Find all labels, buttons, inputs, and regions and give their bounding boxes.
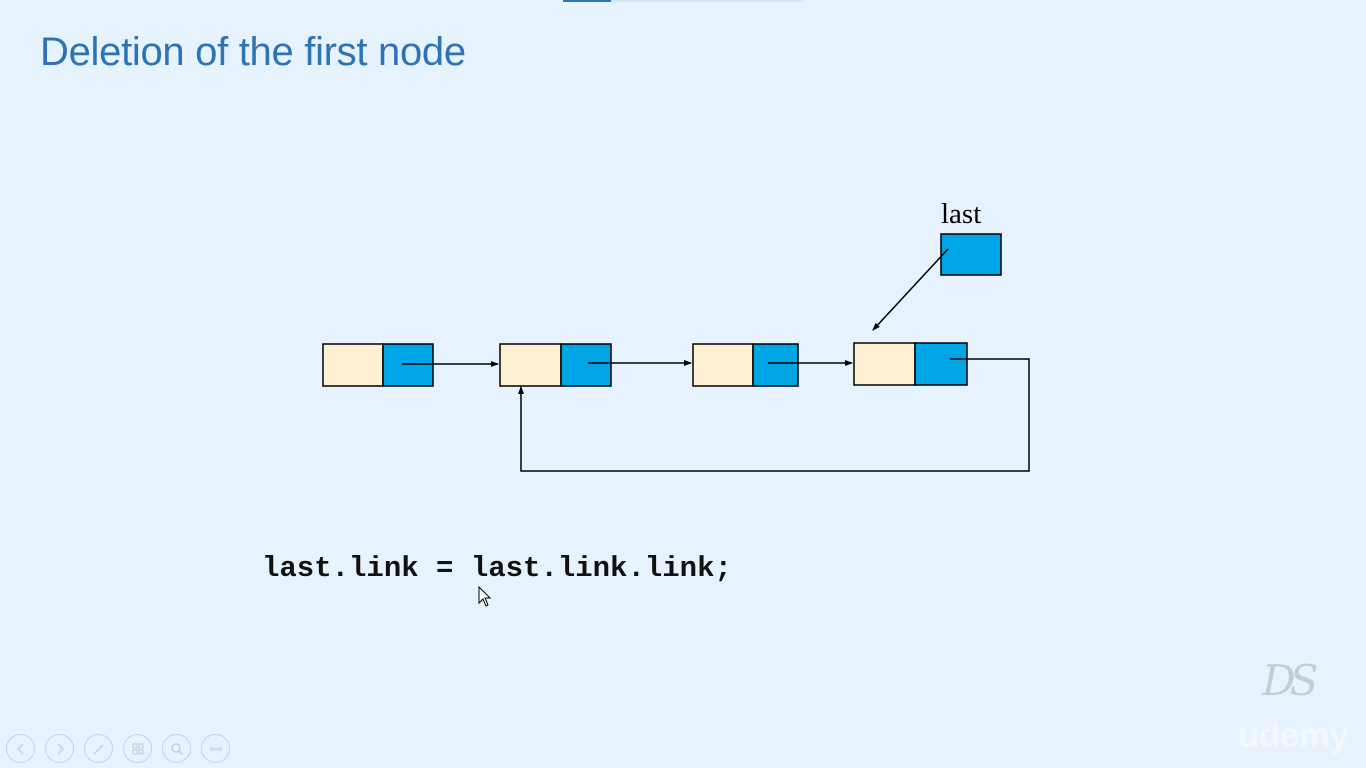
- node-2-data-field: [499, 343, 562, 387]
- last-pointer: last: [872, 198, 1002, 331]
- next-slide-button[interactable]: [45, 734, 74, 763]
- node-2-link-field: [560, 343, 612, 387]
- code-statement: last.link = last.link.link;: [262, 552, 732, 585]
- node-4-link-field: [914, 342, 968, 386]
- see-all-slides-button[interactable]: [123, 734, 152, 763]
- node-1-link-field: [382, 343, 434, 387]
- slides-grid-icon: [131, 742, 144, 755]
- udemy-watermark: udemy: [1238, 716, 1349, 755]
- mouse-cursor-icon: [478, 586, 492, 607]
- wraparound-link-arrow: [518, 358, 1030, 472]
- slideshow-controls: [6, 734, 230, 763]
- slide-title: Deletion of the first node: [40, 30, 466, 74]
- node-3-link-field: [752, 343, 799, 387]
- arrow-right-icon: [56, 742, 64, 755]
- list-node-3: [692, 343, 799, 387]
- zoom-button[interactable]: [162, 734, 191, 763]
- list-node-4: [853, 342, 968, 386]
- arrow-left-icon: [16, 742, 24, 755]
- ellipsis-icon: [209, 746, 222, 751]
- presentation-progress-fill: [563, 0, 611, 2]
- more-options-button[interactable]: [201, 734, 230, 763]
- pen-tool-button[interactable]: [84, 734, 113, 763]
- node-1-data-field: [322, 343, 384, 387]
- list-node-2: [499, 343, 612, 387]
- ds-logo: DS: [1262, 656, 1319, 705]
- list-node-1: [322, 343, 434, 387]
- previous-slide-button[interactable]: [6, 734, 35, 763]
- presentation-progress-bar: [563, 0, 803, 2]
- magnifier-icon: [170, 742, 183, 755]
- last-pointer-label: last: [941, 198, 981, 230]
- pen-icon: [92, 743, 104, 755]
- last-pointer-box: [940, 233, 1002, 276]
- node-4-data-field: [853, 342, 916, 386]
- last-pointer-arrow: [872, 248, 949, 331]
- node-3-data-field: [692, 343, 754, 387]
